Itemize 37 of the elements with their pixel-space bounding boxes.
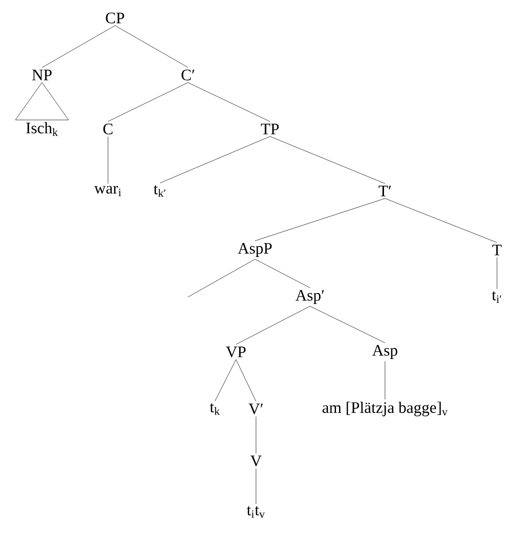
- category-label: T: [492, 244, 502, 256]
- tree-branch: [42, 25, 116, 68]
- category-label: AspP: [238, 243, 272, 257]
- tree-branch: [188, 82, 270, 122]
- word-label: t$_{i}$t$_{v}$: [246, 506, 265, 518]
- category-label: Asp: [372, 345, 398, 359]
- tree-branch: [310, 306, 386, 344]
- tree-branch: [188, 258, 256, 298]
- category-label: C: [103, 124, 112, 134]
- category-label: V′: [248, 404, 263, 414]
- category-label: C′: [182, 70, 194, 80]
- category-label: T′: [378, 186, 391, 196]
- tree-branch: [384, 198, 498, 243]
- word-label: t$_{i′}$: [492, 291, 502, 303]
- category-label: CP: [106, 12, 124, 24]
- vertical-branch: [496, 257, 498, 290]
- tree-branch: [254, 198, 386, 242]
- vertical-branch: [384, 361, 386, 400]
- word-label: t$_{k}$: [210, 403, 220, 415]
- word-label: war$_{i}$: [94, 186, 122, 196]
- tree-branch: [270, 136, 386, 184]
- tree-branch: [160, 136, 270, 184]
- word-label: am [Plätzja bagge]$_{v}$: [322, 402, 448, 416]
- tree-branch: [254, 258, 310, 288]
- word-label: t$_{k′}$: [154, 185, 166, 197]
- category-label: TP: [260, 124, 279, 134]
- tree-branch: [114, 25, 188, 68]
- category-label: NP: [32, 70, 52, 80]
- tree-branch: [108, 82, 188, 122]
- category-label: V: [250, 456, 262, 466]
- category-label: Asp′: [296, 290, 324, 304]
- tree-branch: [214, 359, 236, 402]
- triangle-roof: [15, 82, 69, 120]
- word-label: Isch$_{k}$: [26, 122, 58, 136]
- tree-branch: [236, 306, 310, 345]
- category-label: VP: [226, 346, 246, 358]
- tree-branch: [236, 359, 256, 402]
